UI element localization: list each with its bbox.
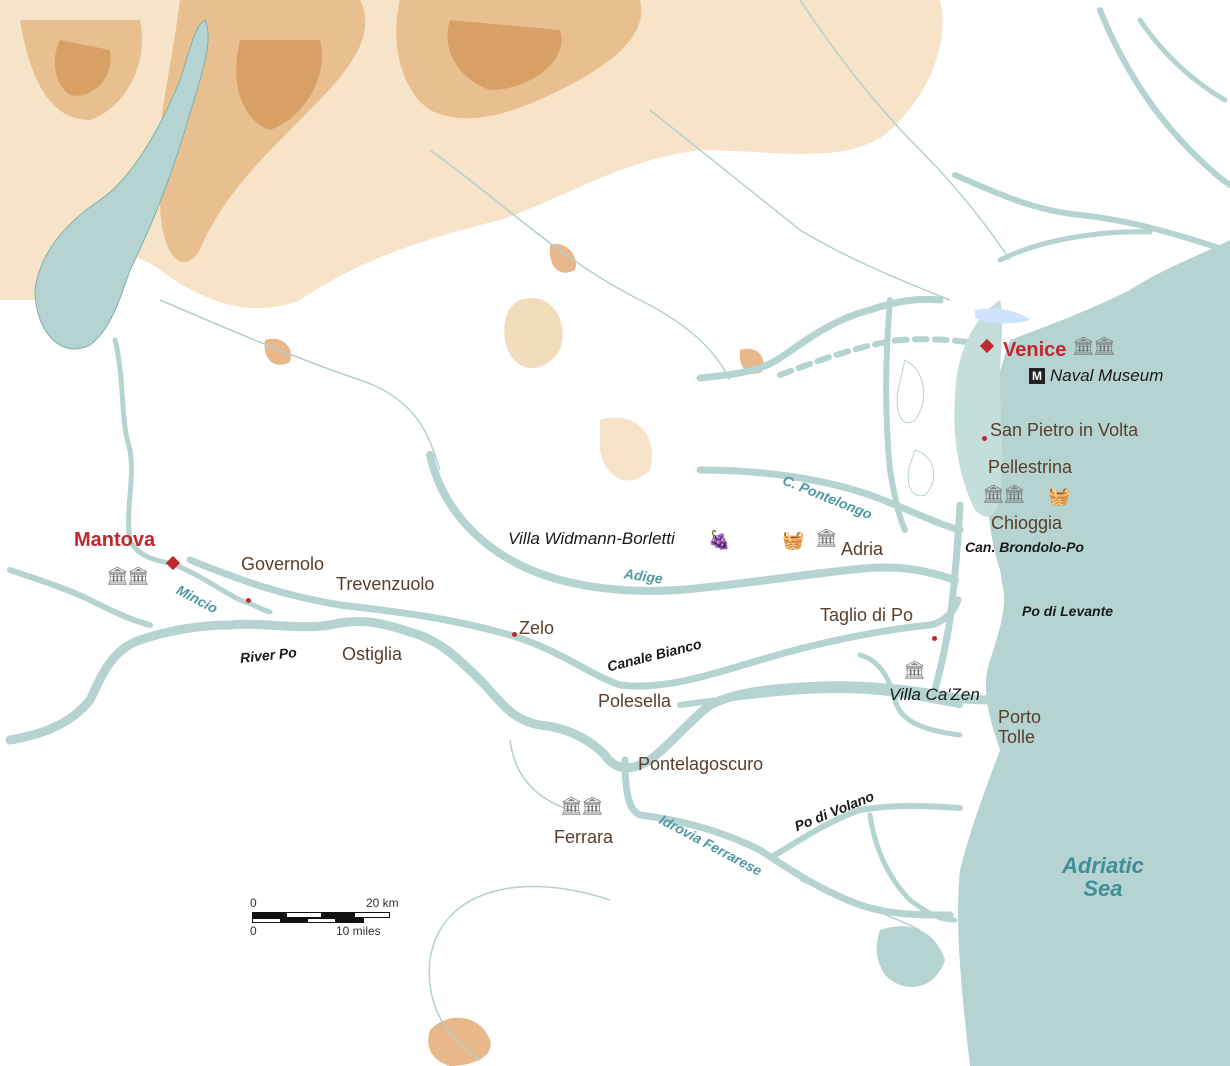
dot-icon — [246, 598, 251, 603]
town-label-chioggia: Chioggia — [991, 513, 1063, 533]
lake-garda — [34, 19, 209, 350]
lagoon-venice — [975, 308, 1030, 324]
town-label-polesella: Polesella — [598, 691, 672, 711]
adige-river — [426, 451, 959, 595]
volano-branch — [867, 812, 958, 923]
minor-rivers — [159, 0, 1011, 1061]
town-label-ferrara: Ferrara — [554, 827, 614, 847]
minor-river — [799, 0, 1011, 261]
waterway-label-po-di-levante: Po di Levante — [1022, 603, 1114, 619]
sea-label-line2: Sea — [1083, 876, 1123, 902]
poi-label-villa-widmann: Villa Widmann-Borletti — [508, 529, 675, 548]
relief-area — [428, 1017, 491, 1066]
town-label-ostiglia: Ostiglia — [342, 644, 403, 664]
delta-lagoon — [876, 926, 945, 987]
minor-river — [429, 149, 731, 381]
lagoon-channel — [1137, 17, 1228, 103]
waterway-label-can-brondolo-po: Can. Brondolo-Po — [965, 539, 1084, 555]
lagoon-islands — [896, 359, 935, 497]
town-label-adria: Adria — [841, 539, 884, 559]
relief-area — [54, 40, 111, 96]
town-label-san-pietro-in-volta: San Pietro in Volta — [990, 420, 1139, 440]
building-icon: 🏛🏛 — [982, 484, 1026, 504]
building-icon: 🏛 — [815, 528, 838, 548]
scale-mi-bar — [252, 918, 364, 923]
scale-mi-zero: 0 — [250, 924, 257, 938]
food-basket-icon: 🧺 — [782, 530, 805, 550]
venice-canal-dashed — [777, 336, 988, 378]
minor-river — [159, 299, 441, 471]
city-label-venice: Venice — [1003, 339, 1067, 361]
river-po — [5, 617, 1005, 773]
relief-area — [504, 298, 563, 369]
idrovia-ferrarese — [621, 756, 954, 919]
lagoon-channel — [952, 172, 1228, 253]
town-label-taglio-di-po: Taglio di Po — [820, 605, 914, 625]
poi-label-villa-ca-zen: Villa Ca'Zen — [889, 685, 980, 704]
delta-lagoon — [1000, 560, 1100, 652]
scale-km-max: 20 km — [366, 896, 399, 910]
grapes-icon: 🍇 — [708, 530, 731, 550]
po-delta-branch — [677, 687, 963, 708]
lagoon — [954, 300, 1003, 517]
venice-canal — [696, 295, 944, 382]
minor-river — [509, 739, 571, 811]
building-icon: 🏛🏛 — [560, 796, 604, 816]
lake — [34, 19, 209, 350]
waterways — [5, 7, 1230, 923]
brondolo-po-canal — [931, 501, 964, 694]
town-label-governolo: Governolo — [241, 554, 325, 574]
poi-label-naval-museum: Naval Museum — [1050, 366, 1164, 385]
lagoon-channel — [1097, 7, 1230, 188]
river-po-west — [7, 567, 153, 628]
relief-area — [447, 20, 562, 90]
po-di-volano — [772, 802, 963, 858]
porto-tolle-text: Porto Tolle — [998, 707, 1042, 747]
scale-km-zero: 0 — [250, 896, 257, 910]
relief-area — [264, 338, 291, 365]
po-delta-branch — [857, 652, 963, 738]
dot-icon — [512, 632, 517, 637]
minor-river — [428, 885, 611, 1061]
relief-area — [236, 40, 322, 130]
city-label-mantova: Mantova — [74, 529, 156, 551]
building-icon: 🏛🏛 — [106, 566, 150, 586]
food-basket-icon: 🧺 — [1048, 486, 1071, 506]
town-label-pontelagoscuro: Pontelagoscuro — [638, 754, 764, 774]
minor-river — [649, 109, 951, 301]
adriatic-sea — [876, 240, 1230, 1066]
canale-bianco — [186, 556, 962, 690]
scale-km-bar — [252, 912, 390, 918]
dot-icon — [932, 636, 937, 641]
building-icon: 🏛🏛 — [1072, 336, 1116, 356]
dot-icon — [982, 436, 987, 441]
museum-badge-icon: M — [1029, 368, 1045, 384]
town-label-porto-tolle: Porto Tolle — [998, 707, 1050, 748]
scale-mi-max: 10 miles — [336, 924, 381, 938]
mincio-river — [112, 337, 273, 615]
relief-area — [549, 244, 576, 273]
relief-area — [600, 417, 652, 481]
sea-label: Adriatic Sea — [1062, 854, 1144, 900]
lagoon-channel — [997, 229, 1153, 263]
town-label-zelo: Zelo — [519, 618, 555, 638]
sea — [958, 240, 1230, 1066]
relief — [0, 0, 943, 1066]
sea-label-line1: Adriatic — [1062, 853, 1144, 878]
scale-bar: 0 20 km 0 10 miles — [250, 896, 410, 938]
town-label-trevenzuolo: Trevenzuolo — [336, 574, 435, 594]
north-south-canal — [883, 297, 908, 533]
pontelongo-canal — [696, 466, 964, 534]
building-icon: 🏛 — [903, 660, 926, 680]
town-label-pellestrina: Pellestrina — [988, 457, 1073, 477]
